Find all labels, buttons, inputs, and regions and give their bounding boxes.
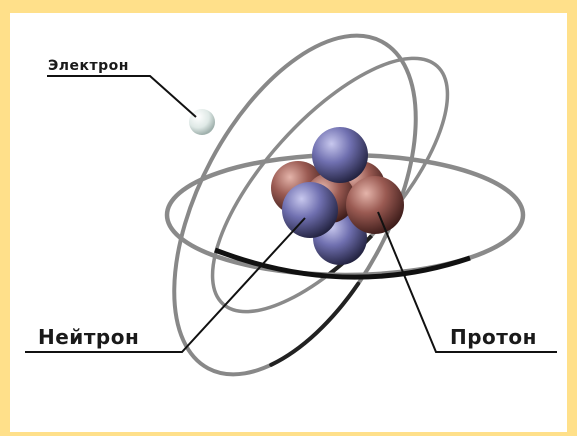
electron-label: Электрон	[48, 58, 129, 74]
neutron-particle	[312, 127, 368, 183]
nucleus	[271, 127, 404, 265]
neutron-label: Нейтрон	[38, 325, 139, 349]
electron-leader-line	[47, 76, 196, 117]
proton-particle	[346, 176, 404, 234]
neutron-particle	[282, 182, 338, 238]
proton-label: Протон	[450, 325, 537, 349]
